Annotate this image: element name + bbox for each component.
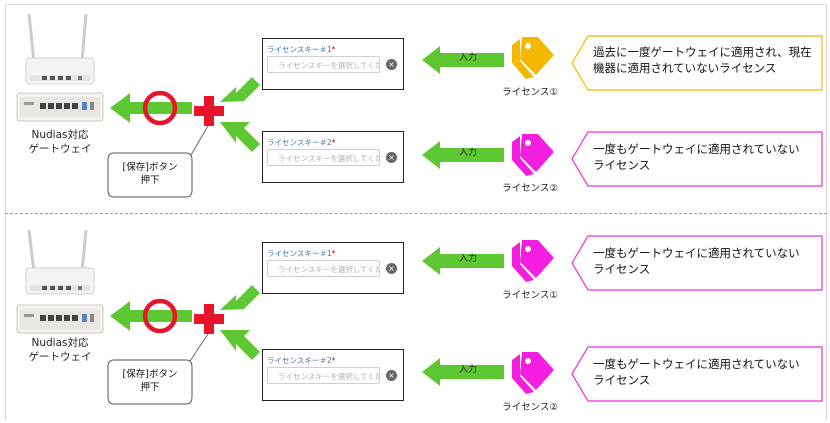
clear-icon[interactable]: × xyxy=(386,370,397,381)
input-label-2: 入力 xyxy=(458,365,477,375)
license-key-1-label: ライセンスキー＃1* xyxy=(267,249,336,258)
license-key-2-select[interactable]: ライセンスキーを選択してくだ xyxy=(267,367,380,384)
tag-icon-magenta xyxy=(512,352,554,394)
tag-label-1: ライセンス① xyxy=(502,87,558,98)
description-text-1: 過去に一度ゲートウェイに適用され、現在 機器に適用されていないライセンス xyxy=(593,45,812,75)
gateway-image xyxy=(16,304,104,334)
left-arrow-icon xyxy=(110,301,192,331)
save-bubble xyxy=(107,152,193,198)
tag-label-1: ライセンス① xyxy=(502,290,558,301)
input-arrow-2 xyxy=(422,141,504,169)
input-arrow-2 xyxy=(422,358,504,386)
input-label-2: 入力 xyxy=(458,148,477,158)
license-key-1-field: ライセンスキー＃1* ライセンスキーを選択してくだ × xyxy=(262,242,404,294)
description-callout-1 xyxy=(571,35,823,91)
red-plus-icon xyxy=(194,304,224,334)
description-text-2: 一度もゲートウェイに適用されていない ライセンス xyxy=(593,357,800,387)
license-key-1-label: ライセンスキー＃1* xyxy=(267,45,336,54)
clear-icon[interactable]: × xyxy=(386,263,397,274)
description-callout-1 xyxy=(571,235,823,291)
input-label-1: 入力 xyxy=(458,53,477,63)
converging-arrow-bottom xyxy=(220,330,260,360)
clear-icon[interactable]: × xyxy=(386,152,397,163)
description-callout-2 xyxy=(571,131,823,187)
converging-arrow-bottom xyxy=(220,122,260,152)
tag-label-2: ライセンス② xyxy=(502,402,558,413)
save-bubble-text: [保存]ボタン 押下 xyxy=(122,369,178,393)
tag-icon-magenta xyxy=(512,134,554,176)
prohibit-circle-icon xyxy=(142,90,178,126)
panel-divider xyxy=(5,213,827,214)
license-key-2-label: ライセンスキー＃2* xyxy=(267,356,336,365)
license-key-1-field: ライセンスキー＃1* ライセンスキーを選択してくだ × xyxy=(262,38,404,90)
input-arrow-1 xyxy=(422,46,504,74)
router-image xyxy=(25,13,95,85)
left-arrow-icon xyxy=(110,93,192,123)
license-key-2-field: ライセンスキー＃2* ライセンスキーを選択してくだ × xyxy=(262,349,404,401)
tag-icon-magenta xyxy=(512,240,554,282)
license-key-1-select[interactable]: ライセンスキーを選択してくだ xyxy=(267,260,380,277)
converging-arrow-top xyxy=(220,77,260,102)
input-label-1: 入力 xyxy=(458,254,477,264)
save-bubble-text: [保存]ボタン 押下 xyxy=(122,162,178,186)
clear-icon[interactable]: × xyxy=(386,59,397,70)
description-text-2: 一度もゲートウェイに適用されていない ライセンス xyxy=(593,142,800,172)
save-flow-graphic xyxy=(110,285,260,365)
red-plus-icon xyxy=(194,96,224,126)
tag-label-2: ライセンス② xyxy=(502,183,558,194)
license-key-2-field: ライセンスキー＃2* ライセンスキーを選択してくだ × xyxy=(262,131,404,183)
gateway-image xyxy=(16,92,104,122)
gateway-label: Nudias対応 ゲートウェイ xyxy=(28,337,92,363)
tag-icon-yellow xyxy=(512,37,554,79)
router-image xyxy=(25,229,95,295)
license-key-1-select[interactable]: ライセンスキーを選択してくだ xyxy=(267,56,380,73)
description-callout-2 xyxy=(571,346,823,402)
license-key-2-select[interactable]: ライセンスキーを選択してくだ xyxy=(267,149,380,166)
save-flow-graphic xyxy=(110,77,260,161)
save-bubble xyxy=(107,359,193,405)
prohibit-circle-icon xyxy=(142,298,178,334)
diagram-frame xyxy=(5,4,827,420)
input-arrow-1 xyxy=(422,247,504,275)
description-text-1: 一度もゲートウェイに適用されていない ライセンス xyxy=(593,246,800,276)
license-key-2-label: ライセンスキー＃2* xyxy=(267,138,336,147)
gateway-label: Nudias対応 ゲートウェイ xyxy=(28,129,92,155)
converging-arrow-top xyxy=(220,285,260,310)
